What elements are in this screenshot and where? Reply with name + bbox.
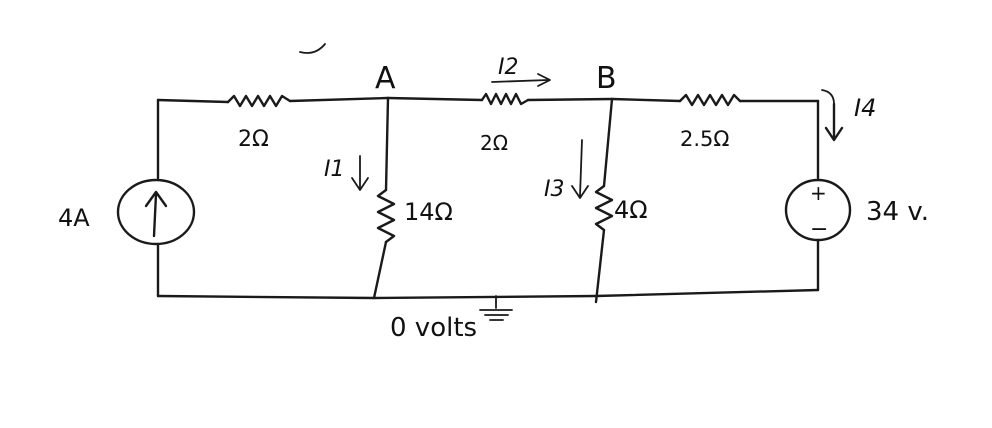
current-i3-label: I3 — [544, 177, 565, 202]
current-source-arrow-head — [144, 190, 168, 208]
resistor-right: 2.5Ω — [678, 93, 742, 151]
resistor-b-ground-label: 4Ω — [614, 196, 648, 224]
resistor-middle-label: 2Ω — [480, 131, 508, 155]
i3-arrow-head — [571, 185, 589, 199]
current-source-label: 4A — [58, 204, 90, 232]
current-i4-label: I4 — [854, 94, 876, 122]
i3-arrow-line — [579, 139, 583, 197]
voltage-source-label: 34 v. — [866, 197, 929, 227]
i4-hook — [821, 89, 835, 105]
branch-b-ground: 4Ω I3 — [544, 97, 648, 304]
i2-arrow-head — [537, 73, 551, 87]
stray-mark — [299, 43, 326, 54]
i2-arrow-line — [491, 79, 549, 83]
current-source-circle — [116, 178, 196, 246]
top-wire — [156, 96, 820, 104]
ground-symbol — [479, 295, 513, 321]
current-i1-label: I1 — [324, 157, 345, 182]
node-a-label: A — [375, 61, 396, 96]
voltage-source-circle — [784, 178, 852, 242]
voltage-source-branch: + − 34 v. I4 — [784, 89, 929, 292]
bottom-wire — [156, 288, 820, 300]
voltage-source-minus: − — [810, 217, 828, 242]
resistor-left-label: 2Ω — [238, 127, 269, 152]
current-i2: I2 — [491, 55, 551, 87]
ground-label: 0 volts — [390, 313, 477, 343]
resistor-a-ground-label: 14Ω — [404, 198, 453, 226]
resistor-right-label: 2.5Ω — [680, 127, 729, 151]
current-i2-label: I2 — [498, 55, 519, 80]
node-b-label: B — [596, 61, 617, 96]
branch-a-ground: 14Ω I1 — [324, 96, 453, 300]
current-source-arrow-shaft — [152, 192, 158, 238]
i1-arrow-head — [351, 177, 369, 191]
i4-arrow-head — [824, 126, 844, 142]
resistor-middle: 2Ω — [480, 92, 530, 155]
current-source-branch: 4A — [58, 98, 196, 298]
voltage-source-plus: + — [810, 181, 827, 205]
resistor-left: 2Ω — [226, 94, 292, 152]
